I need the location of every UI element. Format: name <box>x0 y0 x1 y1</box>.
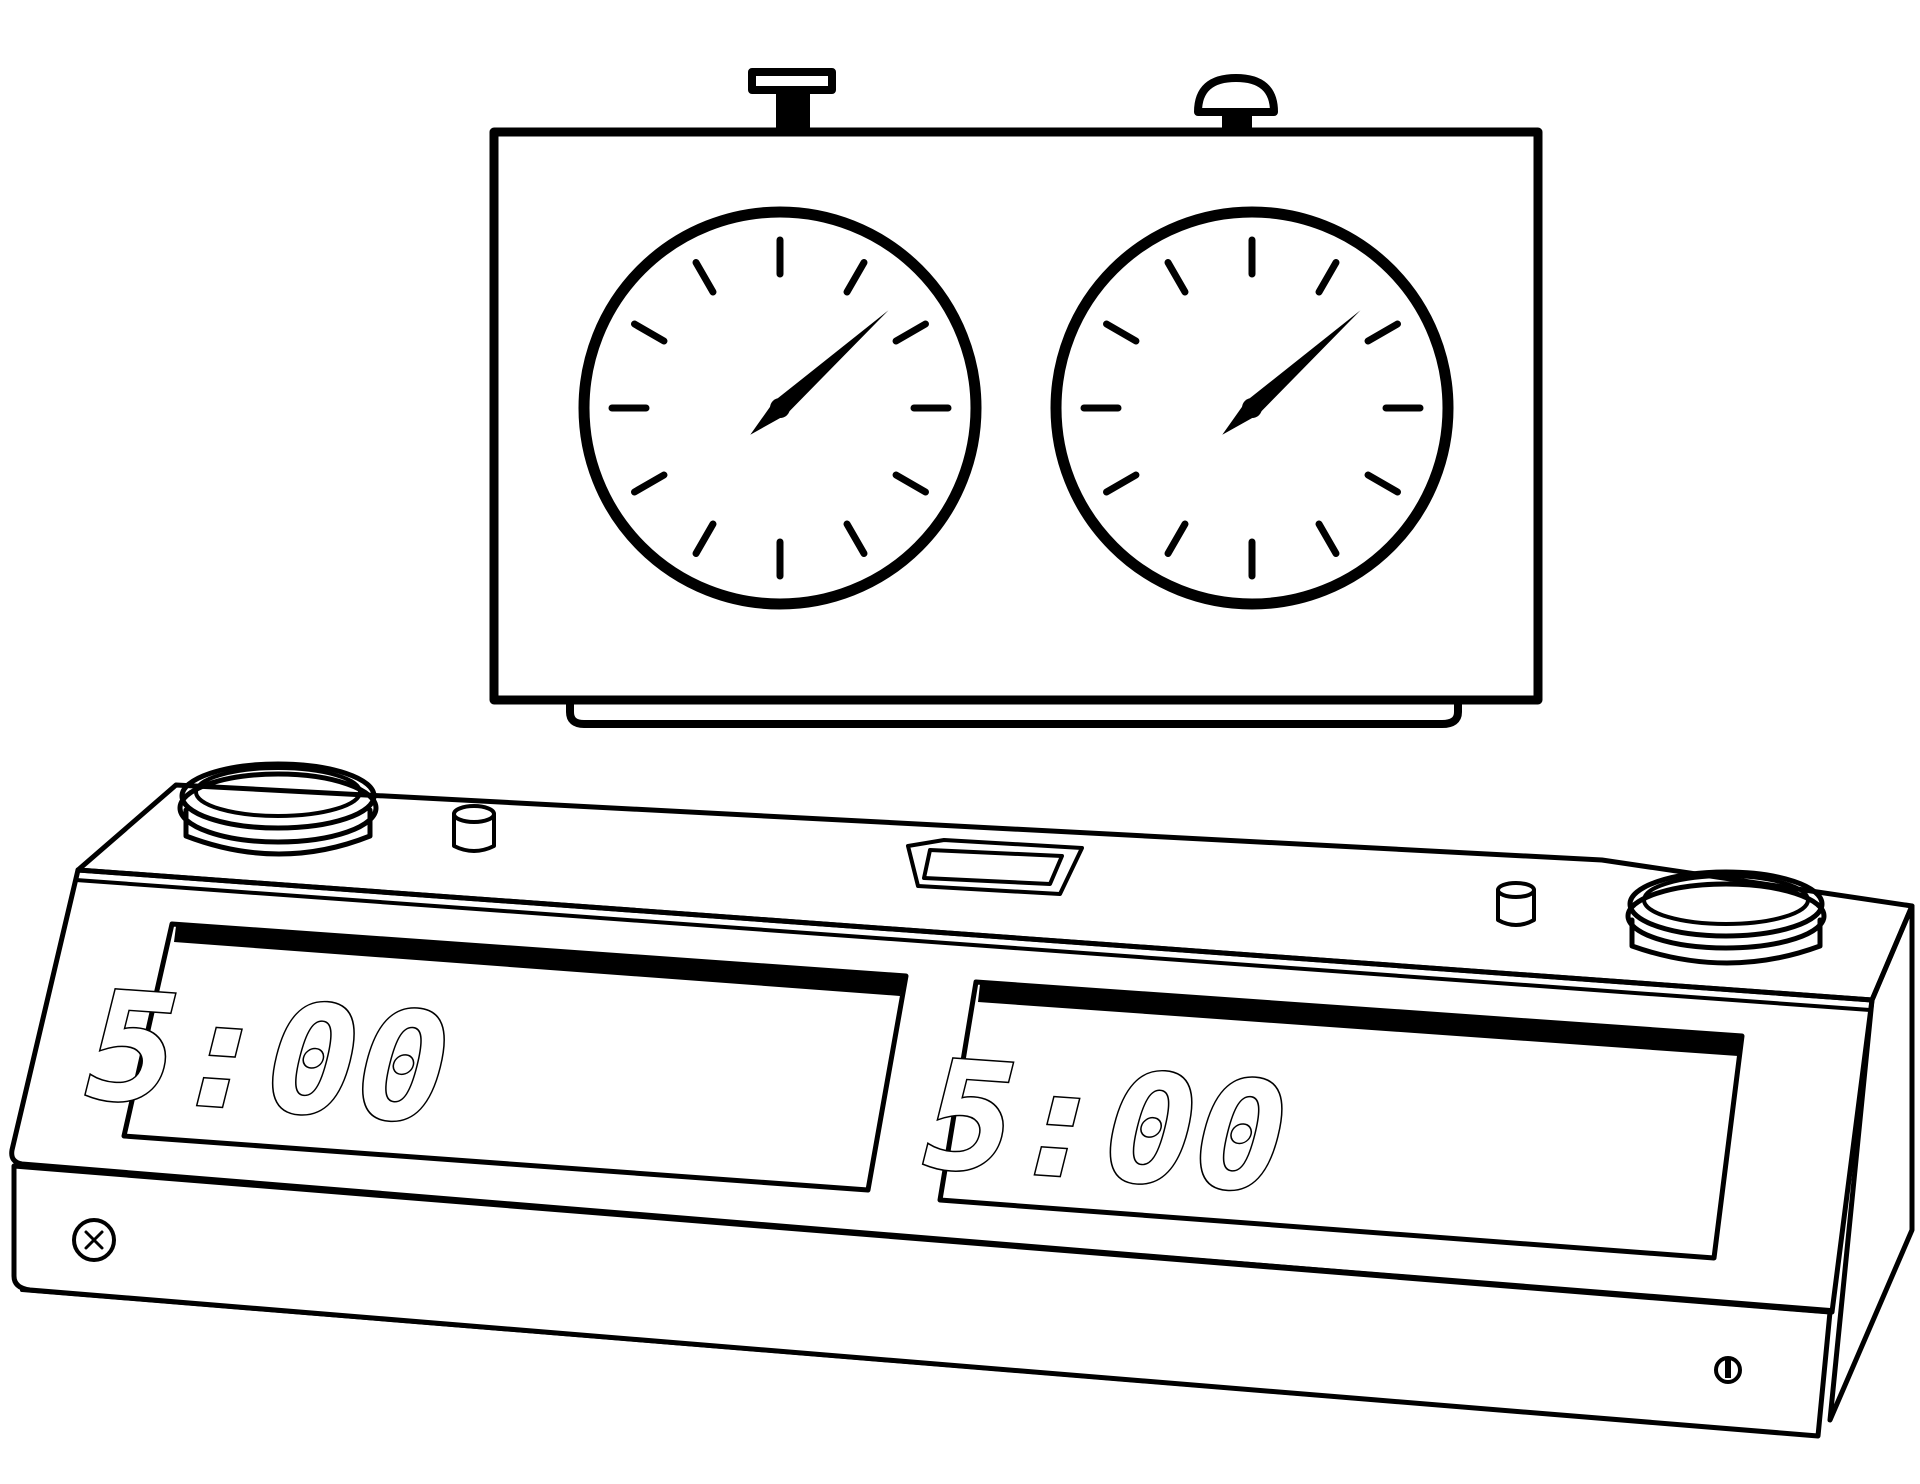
dial-tick <box>892 471 929 496</box>
dial-hub <box>1242 398 1262 418</box>
dial-hand <box>750 310 889 435</box>
right-lcd-display: 5:00 <box>902 979 1745 1261</box>
analog-chess-clock <box>489 68 1543 728</box>
left-lcd-display: 5:00 <box>64 921 909 1193</box>
analog-clock-base <box>566 696 1462 728</box>
dial-hub <box>770 398 790 418</box>
left-dial-hand <box>750 310 889 435</box>
left-plunger-button[interactable] <box>748 68 836 130</box>
dial-tick <box>892 320 929 345</box>
digital-clock-side <box>1827 903 1915 1423</box>
screw-icon <box>72 1218 116 1262</box>
center-indicator-window <box>906 838 1084 896</box>
dial-tick <box>1103 320 1140 345</box>
right-dial-ticks <box>1080 236 1424 580</box>
dial-tick <box>631 320 668 345</box>
dial-tick <box>692 520 717 557</box>
analog-clock-case <box>489 127 1543 705</box>
left-dial-ticks <box>608 236 952 580</box>
dial-tick <box>1164 520 1189 557</box>
right-lever-button[interactable] <box>1625 869 1827 966</box>
dial-hand <box>1222 310 1361 435</box>
dial-tick <box>1315 520 1340 557</box>
right-plunger-button[interactable] <box>1194 74 1278 132</box>
right-small-button[interactable] <box>1496 881 1536 927</box>
dial-tick <box>1315 259 1340 296</box>
right-lcd-time: 5:00 <box>904 1029 1307 1226</box>
dial-tick <box>1364 320 1401 345</box>
dial-tick <box>843 259 868 296</box>
digital-chess-clock: 5:00 5:00 <box>9 761 1915 1439</box>
digital-clock-bottom <box>11 1163 1833 1439</box>
left-lcd-time: 5:00 <box>66 959 469 1156</box>
dial-tick <box>1364 471 1401 496</box>
dial-tick <box>1103 471 1140 496</box>
right-dial-hand <box>1222 310 1361 435</box>
left-dial <box>578 206 982 610</box>
dial-tick <box>843 520 868 557</box>
left-lever-button[interactable] <box>177 761 379 857</box>
screw-icon <box>1714 1356 1742 1384</box>
dial-tick <box>1164 259 1189 296</box>
dial-tick <box>692 259 717 296</box>
left-small-button[interactable] <box>452 804 496 853</box>
right-dial <box>1050 206 1454 610</box>
dial-tick <box>631 471 668 496</box>
